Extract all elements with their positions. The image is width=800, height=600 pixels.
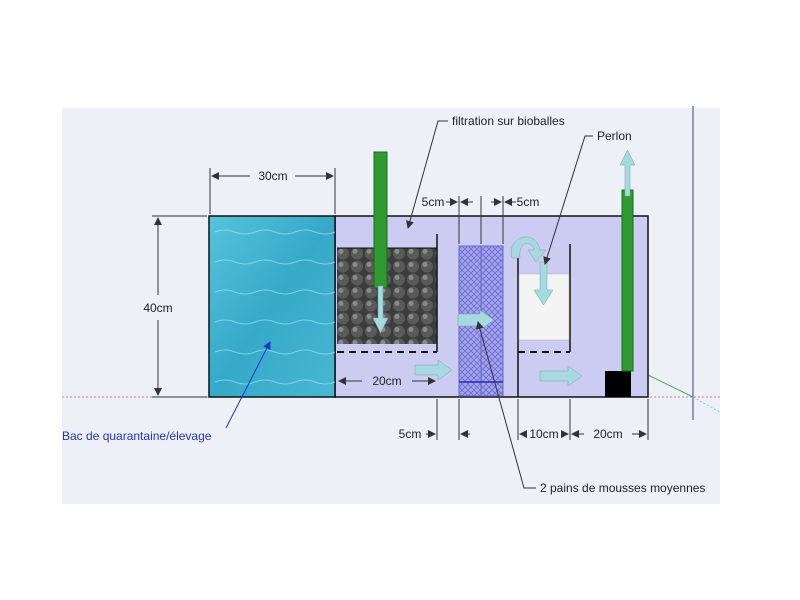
dimension-foam-width (446, 196, 516, 244)
label-quarantine-tank: Bac de quarantaine/élevage (62, 429, 212, 443)
dimension-bottom (426, 399, 649, 440)
dimension-tank-width (209, 168, 336, 214)
label-perlon-box-width: 10cm (529, 427, 558, 441)
label-return-width: 20cm (593, 427, 622, 441)
quarantine-tank (208, 215, 336, 398)
leader-quarantine (225, 341, 271, 429)
leader-foams (476, 321, 536, 489)
label-foams: 2 pains de mousses moyennes (540, 481, 705, 495)
label-chamber-width: 20cm (372, 374, 401, 388)
dimension-tank-height (152, 215, 207, 398)
label-foam-left-width: 5cm (422, 195, 445, 209)
return-flow-arrow (619, 149, 636, 197)
flow-arrow-chamber (414, 359, 453, 381)
return-pipe (621, 189, 634, 372)
label-foam-right-width: 5cm (517, 195, 540, 209)
label-tank-height: 40cm (143, 301, 172, 315)
label-bioballs-filtration: filtration sur bioballes (452, 114, 565, 128)
inlet-pipe (373, 151, 388, 289)
label-gap-width: 5cm (399, 427, 422, 441)
flow-arrow-return (539, 365, 583, 387)
leader-bioballs (406, 120, 448, 229)
label-perlon: Perlon (597, 129, 632, 143)
label-tank-width: 30cm (258, 169, 287, 183)
flow-arrow-perlon-down (533, 261, 554, 306)
flow-arrow-foam (457, 309, 495, 331)
inlet-flow-arrow (372, 285, 389, 334)
green-axis-line (647, 374, 694, 398)
water-ripples (214, 229, 336, 385)
teal-axis-line (692, 396, 721, 413)
return-pump (605, 371, 631, 397)
leader-perlon (543, 135, 593, 265)
